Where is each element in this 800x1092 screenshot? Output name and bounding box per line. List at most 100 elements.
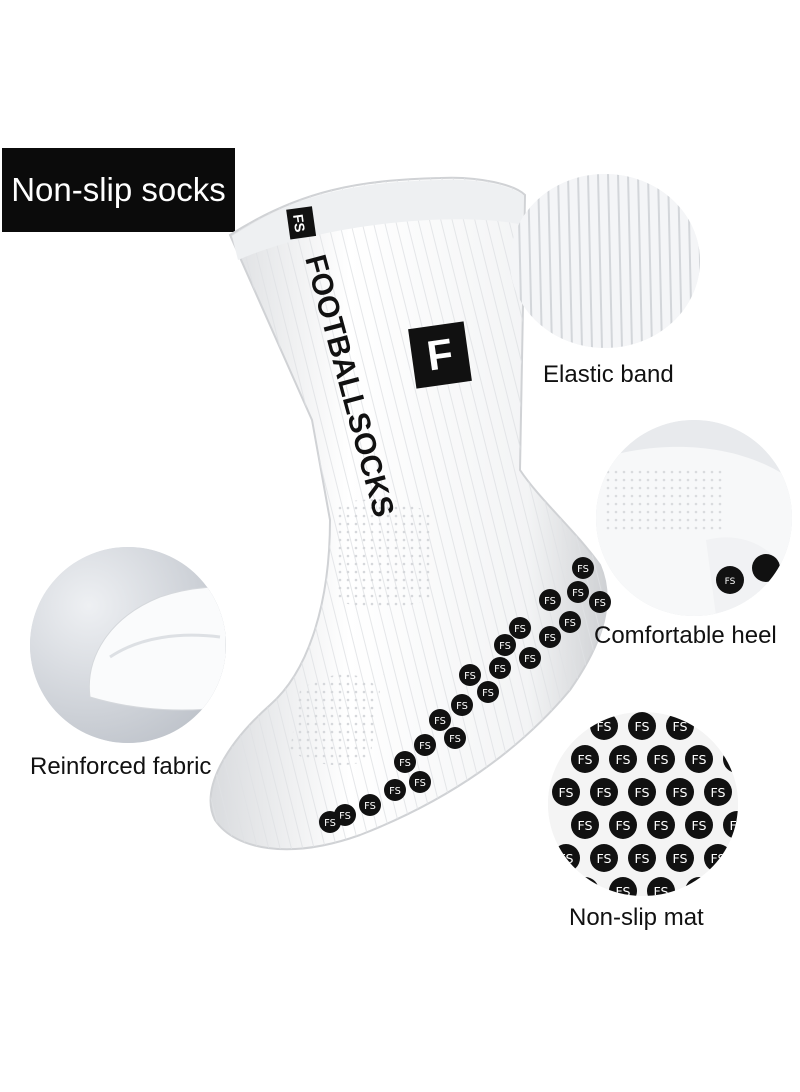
grip-dot: FS bbox=[451, 694, 473, 716]
svg-text:FS: FS bbox=[558, 785, 573, 800]
label-non-slip-mat: Non-slip mat bbox=[569, 904, 704, 931]
grip-dot: FS bbox=[647, 745, 675, 773]
grip-dot: FS bbox=[590, 778, 618, 806]
svg-text:FS: FS bbox=[653, 818, 668, 833]
svg-text:FS: FS bbox=[324, 818, 336, 829]
svg-text:FS: FS bbox=[594, 598, 606, 609]
title-tag: Non-slip socks bbox=[2, 148, 235, 232]
svg-text:FS: FS bbox=[456, 701, 468, 712]
title-tag-text: Non-slip socks bbox=[11, 171, 226, 208]
svg-text:FS: FS bbox=[577, 752, 592, 767]
svg-text:FS: FS bbox=[364, 801, 376, 812]
svg-text:FS: FS bbox=[482, 688, 494, 699]
grip-dot: FS bbox=[571, 811, 599, 839]
grip-dot: FS bbox=[359, 794, 381, 816]
grip-dot: FS bbox=[628, 844, 656, 872]
svg-text:FS: FS bbox=[634, 719, 649, 734]
svg-text:FS: FS bbox=[596, 719, 611, 734]
svg-text:FS: FS bbox=[514, 624, 526, 635]
svg-text:FS: FS bbox=[615, 818, 630, 833]
svg-text:FS: FS bbox=[419, 741, 431, 752]
svg-text:FS: FS bbox=[414, 778, 426, 789]
svg-text:FS: FS bbox=[710, 785, 725, 800]
svg-text:FS: FS bbox=[544, 596, 556, 607]
svg-text:FS: FS bbox=[389, 786, 401, 797]
grip-dot: FS bbox=[666, 844, 694, 872]
grip-dot: FS bbox=[685, 745, 713, 773]
svg-text:FS: FS bbox=[449, 734, 461, 745]
grip-dot: FS bbox=[628, 778, 656, 806]
svg-text:FS: FS bbox=[653, 884, 668, 896]
label-elastic-band: Elastic band bbox=[543, 361, 674, 388]
grip-dot: FS bbox=[384, 779, 406, 801]
grip-dot: FS bbox=[572, 557, 594, 579]
detail-circle-comfortable-heel: FS bbox=[596, 420, 792, 616]
grip-dot: FS bbox=[571, 745, 599, 773]
svg-text:FS: FS bbox=[577, 564, 589, 575]
svg-text:FS: FS bbox=[524, 654, 536, 665]
label-reinforced-fabric: Reinforced fabric bbox=[30, 753, 212, 780]
grip-dot: FS bbox=[539, 626, 561, 648]
grip-dot: FS bbox=[444, 727, 466, 749]
detail-circle-elastic-band bbox=[510, 174, 700, 348]
svg-text:FS: FS bbox=[572, 588, 584, 599]
grip-dot: FS bbox=[394, 751, 416, 773]
grip-dot: FS bbox=[489, 657, 511, 679]
svg-text:FS: FS bbox=[672, 785, 687, 800]
svg-text:FS: FS bbox=[729, 818, 738, 833]
svg-text:FS: FS bbox=[564, 618, 576, 629]
grip-dot: FS bbox=[567, 581, 589, 603]
grip-dot: FS bbox=[589, 591, 611, 613]
grip-dot: FS bbox=[319, 811, 341, 833]
svg-text:FS: FS bbox=[725, 577, 736, 587]
grip-dot: FS bbox=[477, 681, 499, 703]
grip-dot: FS bbox=[609, 877, 637, 896]
grip-dot: FS bbox=[559, 611, 581, 633]
grip-dot: FS bbox=[609, 811, 637, 839]
svg-text:FS: FS bbox=[672, 719, 687, 734]
grip-dot: FS bbox=[628, 712, 656, 740]
svg-text:FS: FS bbox=[399, 758, 411, 769]
svg-text:FS: FS bbox=[672, 851, 687, 866]
grip-dot: FS bbox=[609, 745, 637, 773]
detail-circle-reinforced-fabric bbox=[30, 547, 226, 743]
svg-text:FS: FS bbox=[339, 811, 351, 822]
label-comfortable-heel: Comfortable heel bbox=[594, 622, 777, 649]
grip-dot: FS bbox=[459, 664, 481, 686]
grip-dot: FS bbox=[539, 589, 561, 611]
grip-dot: FS bbox=[704, 778, 732, 806]
grip-dot: FS bbox=[519, 647, 541, 669]
grip-dot: FS bbox=[429, 709, 451, 731]
svg-text:FS: FS bbox=[596, 785, 611, 800]
svg-text:FS: FS bbox=[653, 752, 668, 767]
svg-text:FS: FS bbox=[634, 851, 649, 866]
svg-text:FS: FS bbox=[691, 818, 706, 833]
sock-logo-letters: FS bbox=[290, 213, 308, 233]
sock-mesh-ankle bbox=[335, 499, 430, 608]
grip-dot: FS bbox=[414, 734, 436, 756]
grip-dot: FS bbox=[647, 877, 675, 896]
grip-dot: FS bbox=[666, 778, 694, 806]
svg-text:FS: FS bbox=[494, 664, 506, 675]
grip-dot: FS bbox=[685, 811, 713, 839]
grip-dot: FS bbox=[590, 844, 618, 872]
svg-text:FS: FS bbox=[544, 633, 556, 644]
svg-text:FS: FS bbox=[499, 641, 511, 652]
sock-mesh-foot bbox=[290, 674, 380, 766]
svg-text:FS: FS bbox=[596, 851, 611, 866]
svg-text:FS: FS bbox=[634, 785, 649, 800]
svg-text:FS: FS bbox=[434, 716, 446, 727]
grip-dot: FS bbox=[409, 771, 431, 793]
detail-circle-non-slip-mat: FS FS FS FS FS FS FS FS FS FS FS FS FS FS FS FS FS FS FS FS… bbox=[548, 712, 738, 896]
svg-text:FS: FS bbox=[464, 671, 476, 682]
svg-text:FS: FS bbox=[615, 752, 630, 767]
svg-text:FS: FS bbox=[577, 818, 592, 833]
svg-text:FS: FS bbox=[615, 884, 630, 896]
grip-dot: FS bbox=[509, 617, 531, 639]
grip-dot: FS bbox=[494, 634, 516, 656]
grip-dot: FS bbox=[647, 811, 675, 839]
grip-dot: FS bbox=[552, 778, 580, 806]
